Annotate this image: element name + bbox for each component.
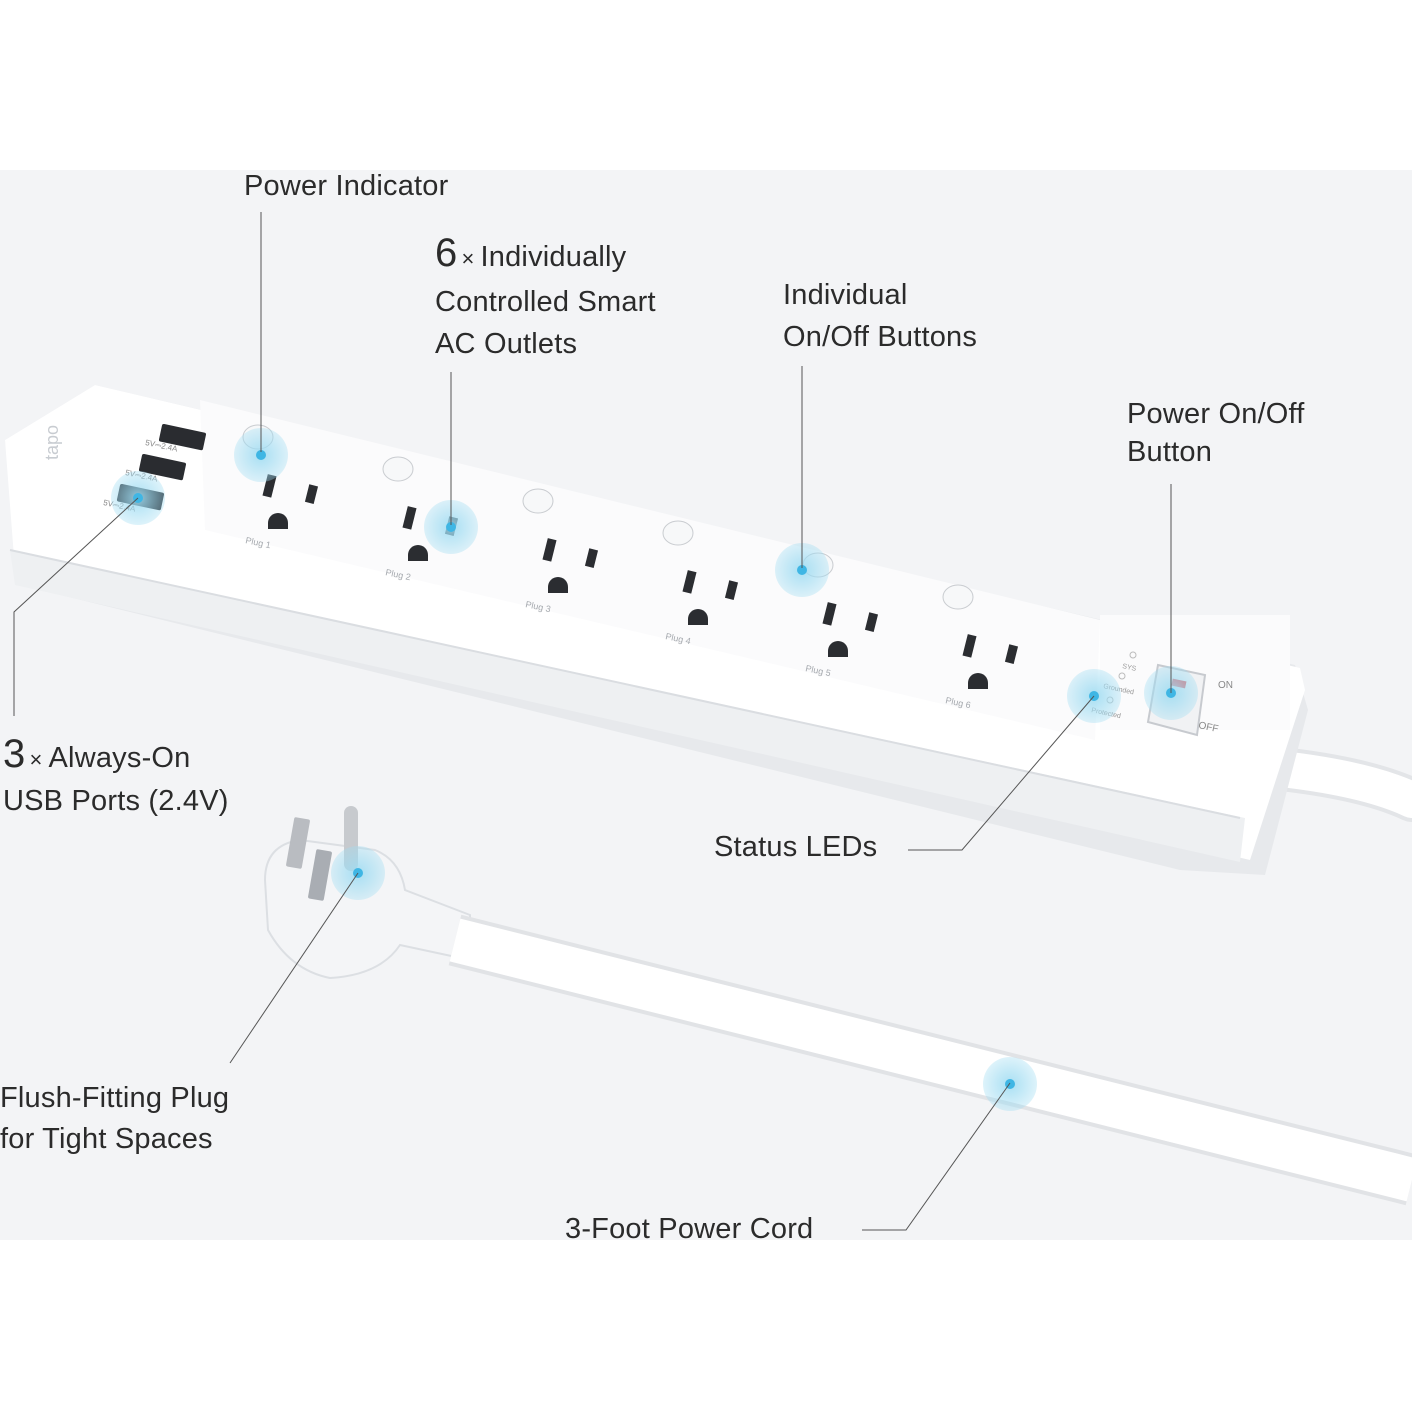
callout-usb-ports: 3×Always-On [3, 733, 191, 781]
power-strip [5, 385, 1308, 875]
callout-individual-buttons-line2: On/Off Buttons [783, 321, 978, 353]
usb-line2: USB Ports (2.4V) [3, 785, 229, 817]
outlet-ground [688, 609, 708, 625]
outlet-slot [724, 580, 739, 600]
usb-count: 3 [3, 732, 26, 776]
outlet-3: Plug 3 [522, 488, 599, 614]
leader-lines [13, 212, 1172, 1231]
outlet-slot [304, 484, 319, 504]
callout-outlets: 6×Individually [435, 232, 626, 280]
led-label-sys: SYS [1122, 663, 1137, 673]
outlet-line1: Individually [480, 241, 627, 273]
outlet-button-2[interactable] [382, 456, 414, 482]
usb-line1: Always-On [48, 742, 191, 774]
outlet-ground [968, 673, 988, 689]
times-symbol: × [29, 747, 43, 772]
brand-logo: tapo [42, 425, 62, 460]
callout-power-button-line1: Power On/Off [1127, 398, 1305, 430]
outlet-6: Plug 6 [942, 584, 1019, 710]
outlet-ground [828, 641, 848, 657]
outlet-slot [1004, 644, 1019, 664]
callout-flush-plug-line2: for Tight Spaces [0, 1123, 213, 1155]
outlet-button-4[interactable] [662, 520, 694, 546]
outlet-slot [402, 506, 417, 530]
callout-individual-buttons-line1: Individual [783, 279, 908, 311]
outlet-line2: Controlled Smart [435, 286, 656, 318]
switch-on-label: ON [1218, 680, 1233, 691]
outlet-slot [542, 538, 557, 562]
outlet-line3: AC Outlets [435, 328, 578, 360]
switch-off-label: OFF [1197, 720, 1219, 735]
times-symbol: × [461, 246, 475, 271]
outlet-count: 6 [435, 231, 458, 275]
callout-power-button-line2: Button [1127, 436, 1213, 468]
outlet-slot [682, 570, 697, 594]
outlet-slot [962, 634, 977, 658]
callout-status-leds: Status LEDs [714, 831, 878, 863]
callout-power-cord: 3-Foot Power Cord [565, 1213, 814, 1245]
outlet-slot [584, 548, 599, 568]
outlet-slot [822, 602, 837, 626]
marker-button-dot [797, 565, 807, 575]
callout-flush-plug-line1: Flush-Fitting Plug [0, 1082, 230, 1114]
outlet-slot [262, 474, 277, 498]
marker-power-indicator-dot [256, 450, 266, 460]
outlet-button-3[interactable] [522, 488, 554, 514]
outlet-button-6[interactable] [942, 584, 974, 610]
outlet-ground [548, 577, 568, 593]
outlet-ground [408, 545, 428, 561]
marker-outlet-dot [446, 522, 456, 532]
outlet-ground [268, 513, 288, 529]
outlet-slot [864, 612, 879, 632]
callout-power-indicator: Power Indicator [244, 170, 449, 202]
